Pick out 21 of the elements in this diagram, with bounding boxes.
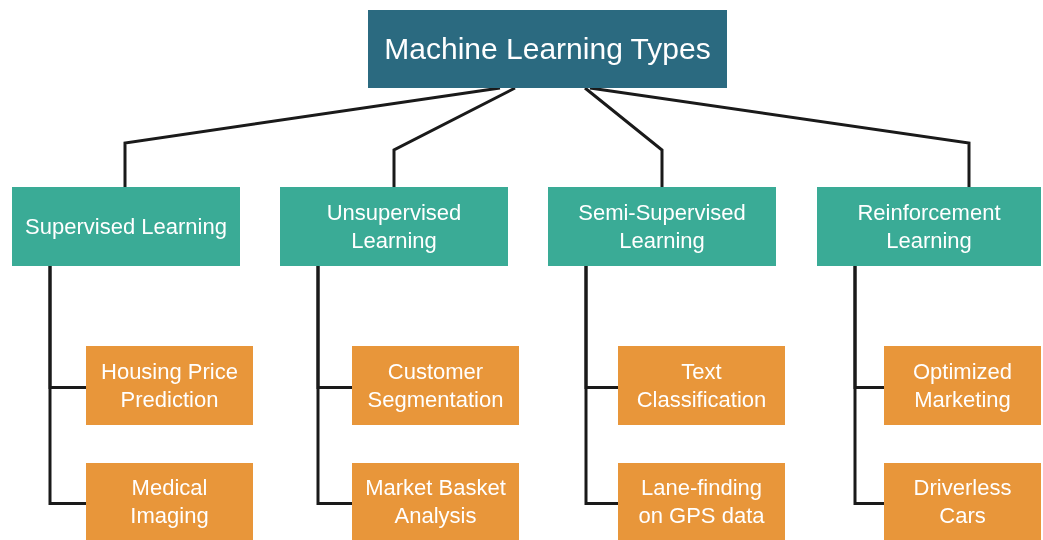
connector-line bbox=[584, 266, 618, 505]
connector-line bbox=[316, 266, 352, 505]
example-box: Lane-finding on GPS data bbox=[618, 463, 785, 540]
example-box: Market Basket Analysis bbox=[352, 463, 519, 540]
example-box: Text Classification bbox=[618, 346, 785, 425]
category-box: Supervised Learning bbox=[12, 187, 240, 266]
example-box: Optimized Marketing bbox=[884, 346, 1041, 425]
category-box: Reinforcement Learning bbox=[817, 187, 1041, 266]
connector-line bbox=[123, 86, 501, 187]
connector-line bbox=[48, 266, 86, 505]
connector-line bbox=[584, 86, 664, 187]
example-box: Driverless Cars bbox=[884, 463, 1041, 540]
connector-line bbox=[392, 86, 516, 187]
example-box: Medical Imaging bbox=[86, 463, 253, 540]
category-box: Semi-Supervised Learning bbox=[548, 187, 776, 266]
connector-line bbox=[589, 86, 971, 187]
example-box: Customer Segmentation bbox=[352, 346, 519, 425]
title-box: Machine Learning Types bbox=[368, 10, 727, 88]
example-box: Housing Price Prediction bbox=[86, 346, 253, 425]
connector-line bbox=[853, 266, 884, 505]
category-box: Unsupervised Learning bbox=[280, 187, 508, 266]
